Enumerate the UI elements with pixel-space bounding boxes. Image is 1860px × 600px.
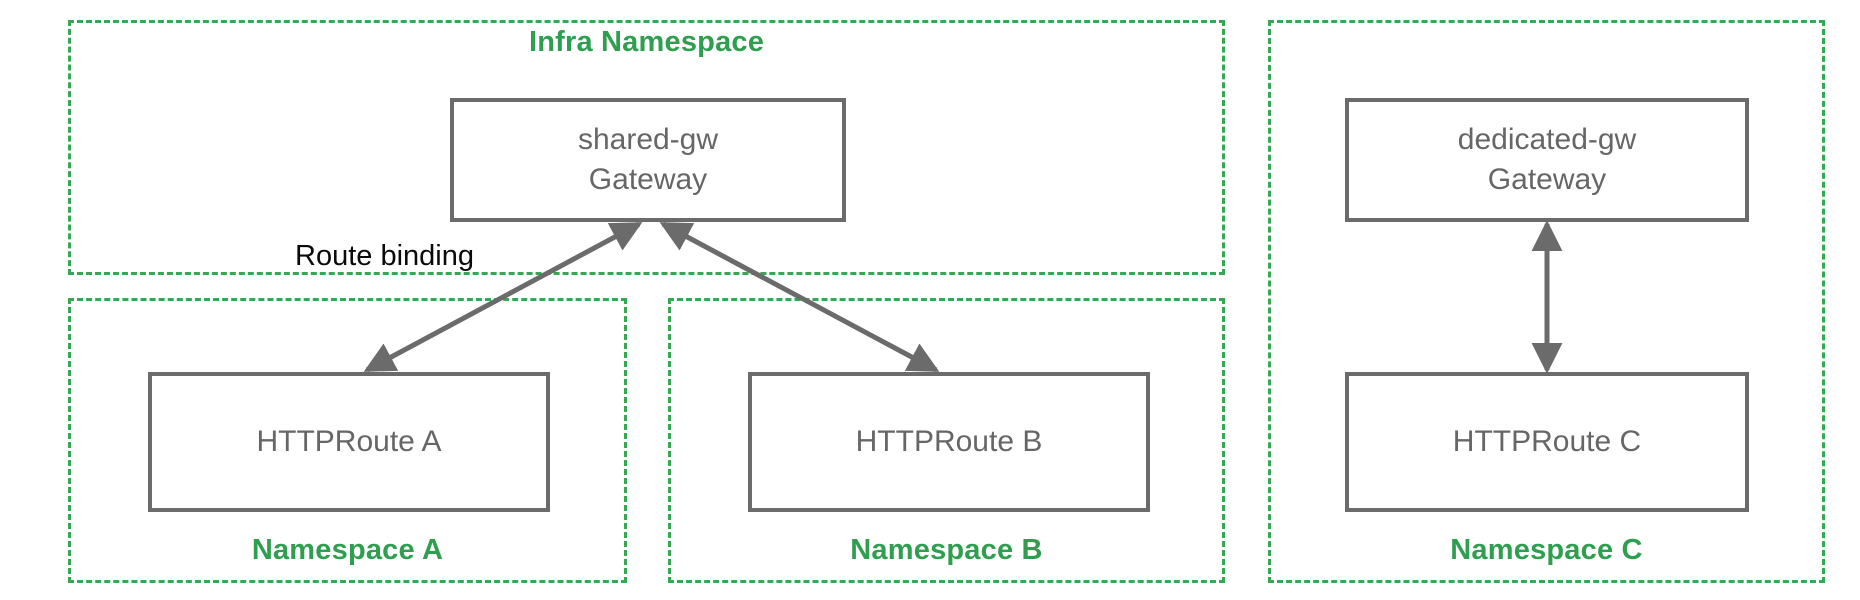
resource-box-shared-gw[interactable]: shared-gw Gateway — [450, 98, 846, 222]
namespace-container-a — [68, 298, 627, 583]
resource-box-httproute-c[interactable]: HTTPRoute C — [1345, 372, 1749, 512]
namespace-label-b: Namespace B — [850, 534, 1043, 566]
namespace-label-infra: Infra Namespace — [528, 26, 765, 58]
namespace-container-infra — [68, 20, 1225, 275]
connector-label-route-binding: Route binding — [295, 240, 474, 272]
namespace-container-b — [668, 298, 1225, 583]
resource-box-dedicated-gw[interactable]: dedicated-gw Gateway — [1345, 98, 1749, 222]
namespace-label-c: Namespace C — [1450, 534, 1643, 566]
namespace-container-c — [1268, 20, 1825, 583]
resource-box-httproute-a[interactable]: HTTPRoute A — [148, 372, 550, 512]
namespace-label-a: Namespace A — [251, 534, 444, 566]
resource-box-httproute-b[interactable]: HTTPRoute B — [748, 372, 1150, 512]
